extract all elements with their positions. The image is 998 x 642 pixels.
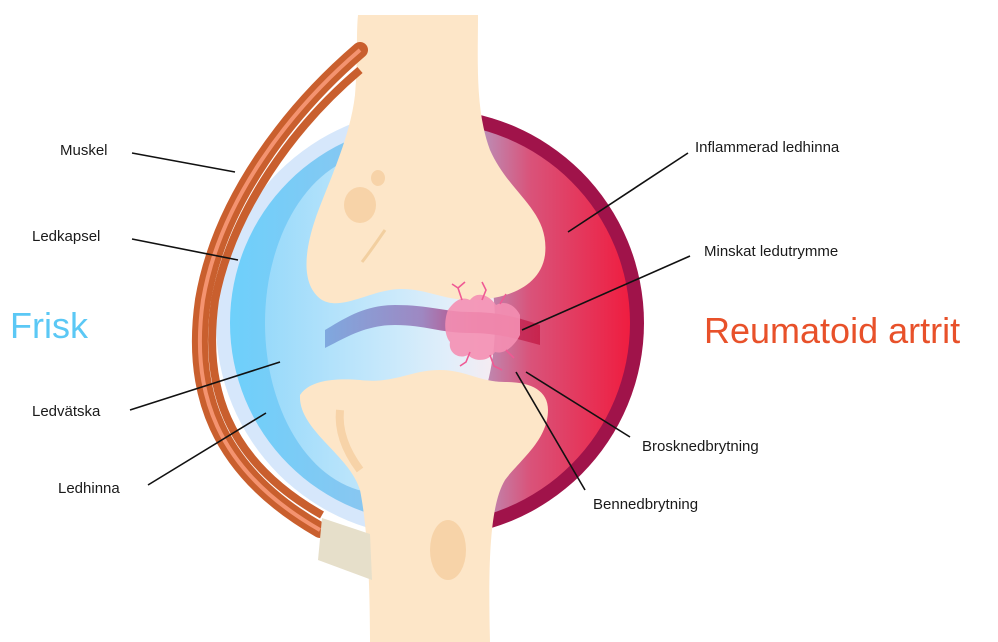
label-muskel: Muskel — [60, 142, 108, 159]
label-inflammerad-ledhinna: Inflammerad ledhinna — [695, 139, 840, 156]
label-ledhinna: Ledhinna — [58, 480, 120, 497]
bone-marking — [344, 187, 376, 223]
tendon — [318, 518, 372, 580]
title-rheumatoid-arthritis: Reumatoid artrit — [704, 310, 960, 351]
bone-marking — [430, 520, 466, 580]
label-bennedbrytning: Bennedbrytning — [593, 496, 698, 513]
label-ledkapsel: Ledkapsel — [32, 228, 100, 245]
bone-marking — [371, 170, 385, 186]
label-minskat-ledutrymme: Minskat ledutrymme — [704, 243, 838, 260]
title-healthy: Frisk — [10, 305, 89, 346]
label-brosknedbrytning: Brosknedbrytning — [642, 438, 759, 455]
leader-muskel — [132, 153, 235, 172]
label-ledvatska: Ledvätska — [32, 403, 101, 420]
